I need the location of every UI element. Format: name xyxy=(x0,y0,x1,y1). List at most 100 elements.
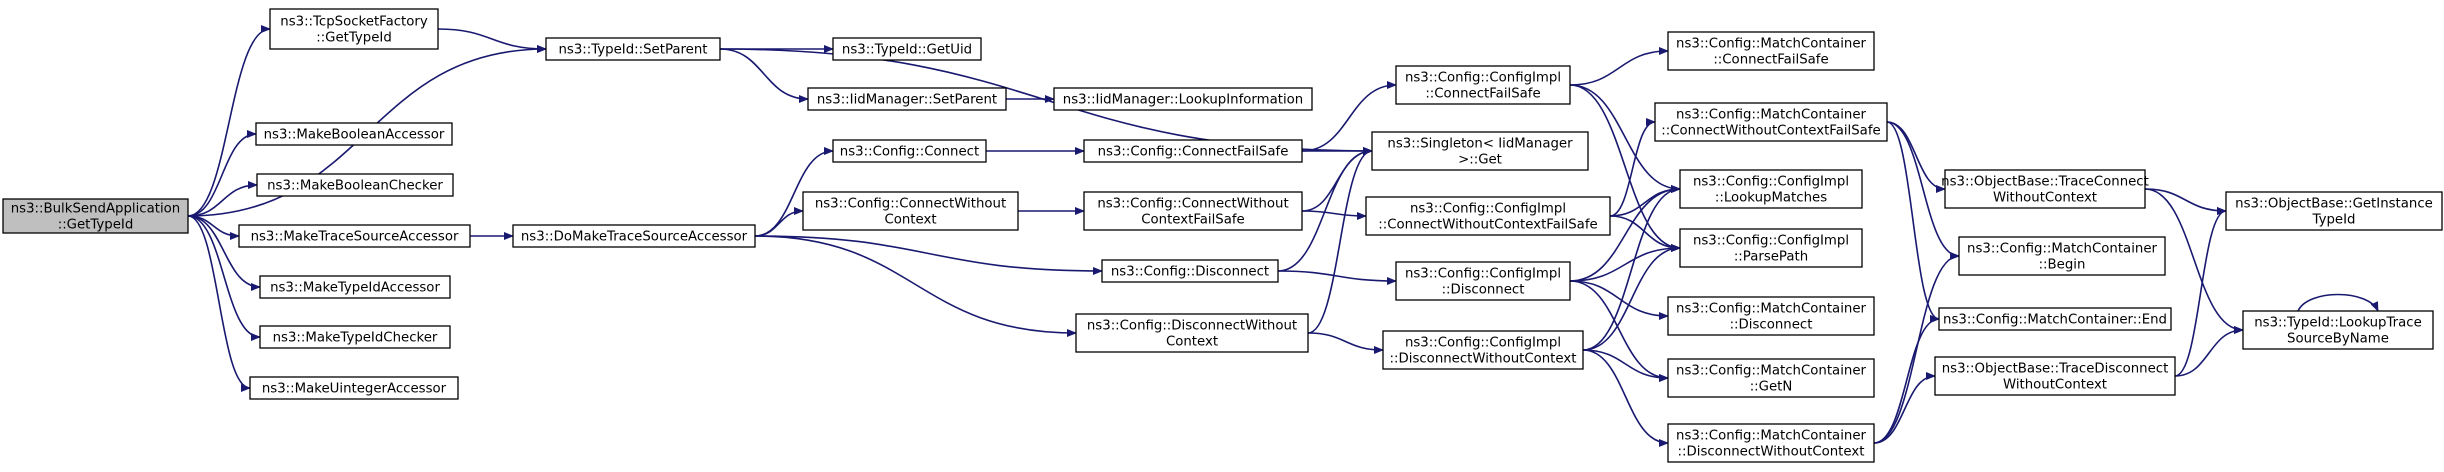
node-label: ::GetTypeId xyxy=(316,31,392,46)
node-singleton[interactable]: ns3::Singleton< IidManager >::Get xyxy=(1371,131,1589,171)
node-mcconnectwocfs[interactable]: ns3::Config::MatchContainer::ConnectWith… xyxy=(1654,102,1888,142)
node-mcend[interactable]: ns3::Config::MatchContainer::End xyxy=(1938,307,2172,331)
node-label: ::GetN xyxy=(1750,380,1793,395)
node-lookupinfo[interactable]: ns3::IidManager::LookupInformation xyxy=(1053,87,1313,111)
node-mktidacc[interactable]: ns3::MakeTypeIdAccessor xyxy=(259,275,451,299)
edge-cidisconnect-to-mcdisconnect xyxy=(1569,280,1669,320)
node-box xyxy=(1371,131,1589,171)
node-label: ::ParsePath xyxy=(1734,250,1808,265)
node-setparent[interactable]: ns3::TypeId::SetParent xyxy=(545,37,721,61)
node-mktidchk[interactable]: ns3::MakeTypeIdChecker xyxy=(259,325,451,349)
edge-tcpfactory-to-setparent xyxy=(437,28,547,53)
node-box xyxy=(1958,236,2166,276)
node-box xyxy=(255,122,453,146)
node-label: ns3::TypeId::LookupTrace xyxy=(2254,316,2422,331)
node-connectwoc[interactable]: ns3::Config::ConnectWithoutContext xyxy=(802,191,1019,231)
node-box xyxy=(1382,330,1584,370)
node-box xyxy=(2,198,189,234)
node-label: ::LookupMatches xyxy=(1715,191,1827,206)
edge-mcdisconnectwoc-to-mcend xyxy=(1873,315,1940,444)
node-label: ::Begin xyxy=(2039,258,2086,273)
node-mcgetn[interactable]: ns3::Config::MatchContainer::GetN xyxy=(1667,358,1875,398)
edge-connectfs-to-ciconnectfs xyxy=(1301,81,1397,152)
node-mcbegin[interactable]: ns3::Config::MatchContainer::Begin xyxy=(1958,236,2166,276)
node-mkboolacc[interactable]: ns3::MakeBooleanAccessor xyxy=(255,122,453,146)
node-label: TypeId xyxy=(2312,213,2356,228)
node-connectfs[interactable]: ns3::Config::ConnectFailSafe xyxy=(1083,139,1303,163)
node-label: ns3::Config::MatchContainer xyxy=(1676,364,1866,379)
node-label: ::ConnectWithoutContextFailSafe xyxy=(1661,124,1880,139)
edge-root-to-tcpfactory xyxy=(187,25,271,217)
node-iidsetparent[interactable]: ns3::IidManager::SetParent xyxy=(807,87,1007,111)
node-cidisconnect[interactable]: ns3::Config::ConfigImpl::Disconnect xyxy=(1395,261,1571,301)
node-box xyxy=(1667,423,1875,463)
edge-mcdisconnectwoc-to-mcbegin xyxy=(1873,252,1960,444)
node-mkuintacc[interactable]: ns3::MakeUintegerAccessor xyxy=(249,376,459,400)
node-box xyxy=(1679,228,1863,268)
node-tcpfactory[interactable]: ns3::TcpSocketFactory::GetTypeId xyxy=(269,8,439,50)
node-label: ::ConnectFailSafe xyxy=(1713,53,1828,68)
edge-mcconnectwocfs-to-mcbegin xyxy=(1886,121,1960,260)
node-label: ns3::ObjectBase::GetInstance xyxy=(2235,197,2433,212)
node-disconnectwoc[interactable]: ns3::Config::DisconnectWithoutContext xyxy=(1075,313,1309,353)
edge-disconnect-to-cidisconnect xyxy=(1277,270,1397,285)
node-label: ns3::IidManager::LookupInformation xyxy=(1063,93,1303,108)
node-ciconnectwocfs[interactable]: ns3::Config::ConfigImpl::ConnectWithoutC… xyxy=(1365,196,1611,236)
edge-ciconnectfs-to-mcconnectfs xyxy=(1569,47,1669,86)
node-label: ::Disconnect xyxy=(1442,283,1525,298)
node-box xyxy=(1101,259,1279,283)
node-disconnect[interactable]: ns3::Config::Disconnect xyxy=(1101,259,1279,283)
node-label: ns3::TcpSocketFactory xyxy=(280,15,428,30)
node-connect[interactable]: ns3::Config::Connect xyxy=(832,139,987,163)
node-box xyxy=(1365,196,1611,236)
node-box xyxy=(238,224,471,248)
node-label: ns3::ObjectBase::TraceConnect xyxy=(1941,175,2149,190)
node-box xyxy=(1944,169,2146,209)
node-label: ns3::Config::ConfigImpl xyxy=(1410,202,1566,217)
node-mcdisconnectwoc[interactable]: ns3::Config::MatchContainer::DisconnectW… xyxy=(1667,423,1875,463)
node-label: ns3::Config::Disconnect xyxy=(1111,265,1269,280)
edge-domaketsacc-to-disconnectwoc xyxy=(754,235,1077,337)
node-box xyxy=(256,173,454,197)
node-getuid[interactable]: ns3::TypeId::GetUid xyxy=(832,37,982,61)
edge-domaketsacc-to-connectwoc xyxy=(754,207,804,237)
edge-cidisconnectwoc-to-mcgetn xyxy=(1582,349,1669,382)
node-lookupmatches[interactable]: ns3::Config::ConfigImpl::LookupMatches xyxy=(1679,169,1863,209)
node-domaketsacc[interactable]: ns3::DoMakeTraceSourceAccessor xyxy=(512,224,756,248)
edge-disconnect-to-singleton xyxy=(1277,147,1373,272)
node-label: Context xyxy=(1166,335,1218,350)
node-label: ns3::Config::DisconnectWithout xyxy=(1087,319,1297,334)
node-obtracecon[interactable]: ns3::ObjectBase::TraceConnectWithoutCont… xyxy=(1941,169,2149,209)
node-label: ns3::Config::ConnectWithout xyxy=(815,197,1006,212)
node-label: ns3::IidManager::SetParent xyxy=(817,93,997,108)
node-label: WithoutContext xyxy=(2003,378,2107,393)
node-box xyxy=(2242,310,2434,350)
node-label: ns3::Singleton< IidManager xyxy=(1387,137,1573,152)
edge-root-to-mktidacc xyxy=(187,215,261,291)
node-mktsacc[interactable]: ns3::MakeTraceSourceAccessor xyxy=(238,224,471,248)
node-mkboolchk[interactable]: ns3::MakeBooleanChecker xyxy=(256,173,454,197)
node-box xyxy=(1395,261,1571,301)
node-label: ContextFailSafe xyxy=(1141,213,1245,228)
node-mcdisconnect[interactable]: ns3::Config::MatchContainer::Disconnect xyxy=(1667,296,1875,336)
node-ciconnectfs[interactable]: ns3::Config::ConfigImpl::ConnectFailSafe xyxy=(1395,65,1571,105)
node-box xyxy=(269,8,439,50)
edge-root-to-mkuintacc xyxy=(187,215,251,392)
node-label: ns3::Config::ConfigImpl xyxy=(1693,175,1849,190)
node-connectwocfs[interactable]: ns3::Config::ConnectWithoutContextFailSa… xyxy=(1083,191,1303,231)
node-box xyxy=(1667,358,1875,398)
node-label: ns3::Config::Connect xyxy=(840,145,979,160)
node-cidisconnectwoc[interactable]: ns3::Config::ConfigImpl::DisconnectWitho… xyxy=(1382,330,1584,370)
edge-setparent-to-iidsetparent xyxy=(719,48,809,103)
node-obtracedis[interactable]: ns3::ObjectBase::TraceDisconnectWithoutC… xyxy=(1934,356,2176,396)
node-mcconnectfs[interactable]: ns3::Config::MatchContainer::ConnectFail… xyxy=(1667,31,1875,71)
node-root[interactable]: ns3::BulkSendApplication::GetTypeId xyxy=(2,198,189,234)
node-box xyxy=(512,224,756,248)
node-label: ns3::Config::ConfigImpl xyxy=(1693,234,1849,249)
node-label: ns3::Config::MatchContainer xyxy=(1676,108,1866,123)
node-parsepath[interactable]: ns3::Config::ConfigImpl::ParsePath xyxy=(1679,228,1863,268)
node-label: ns3::Config::ConnectWithout xyxy=(1097,197,1288,212)
